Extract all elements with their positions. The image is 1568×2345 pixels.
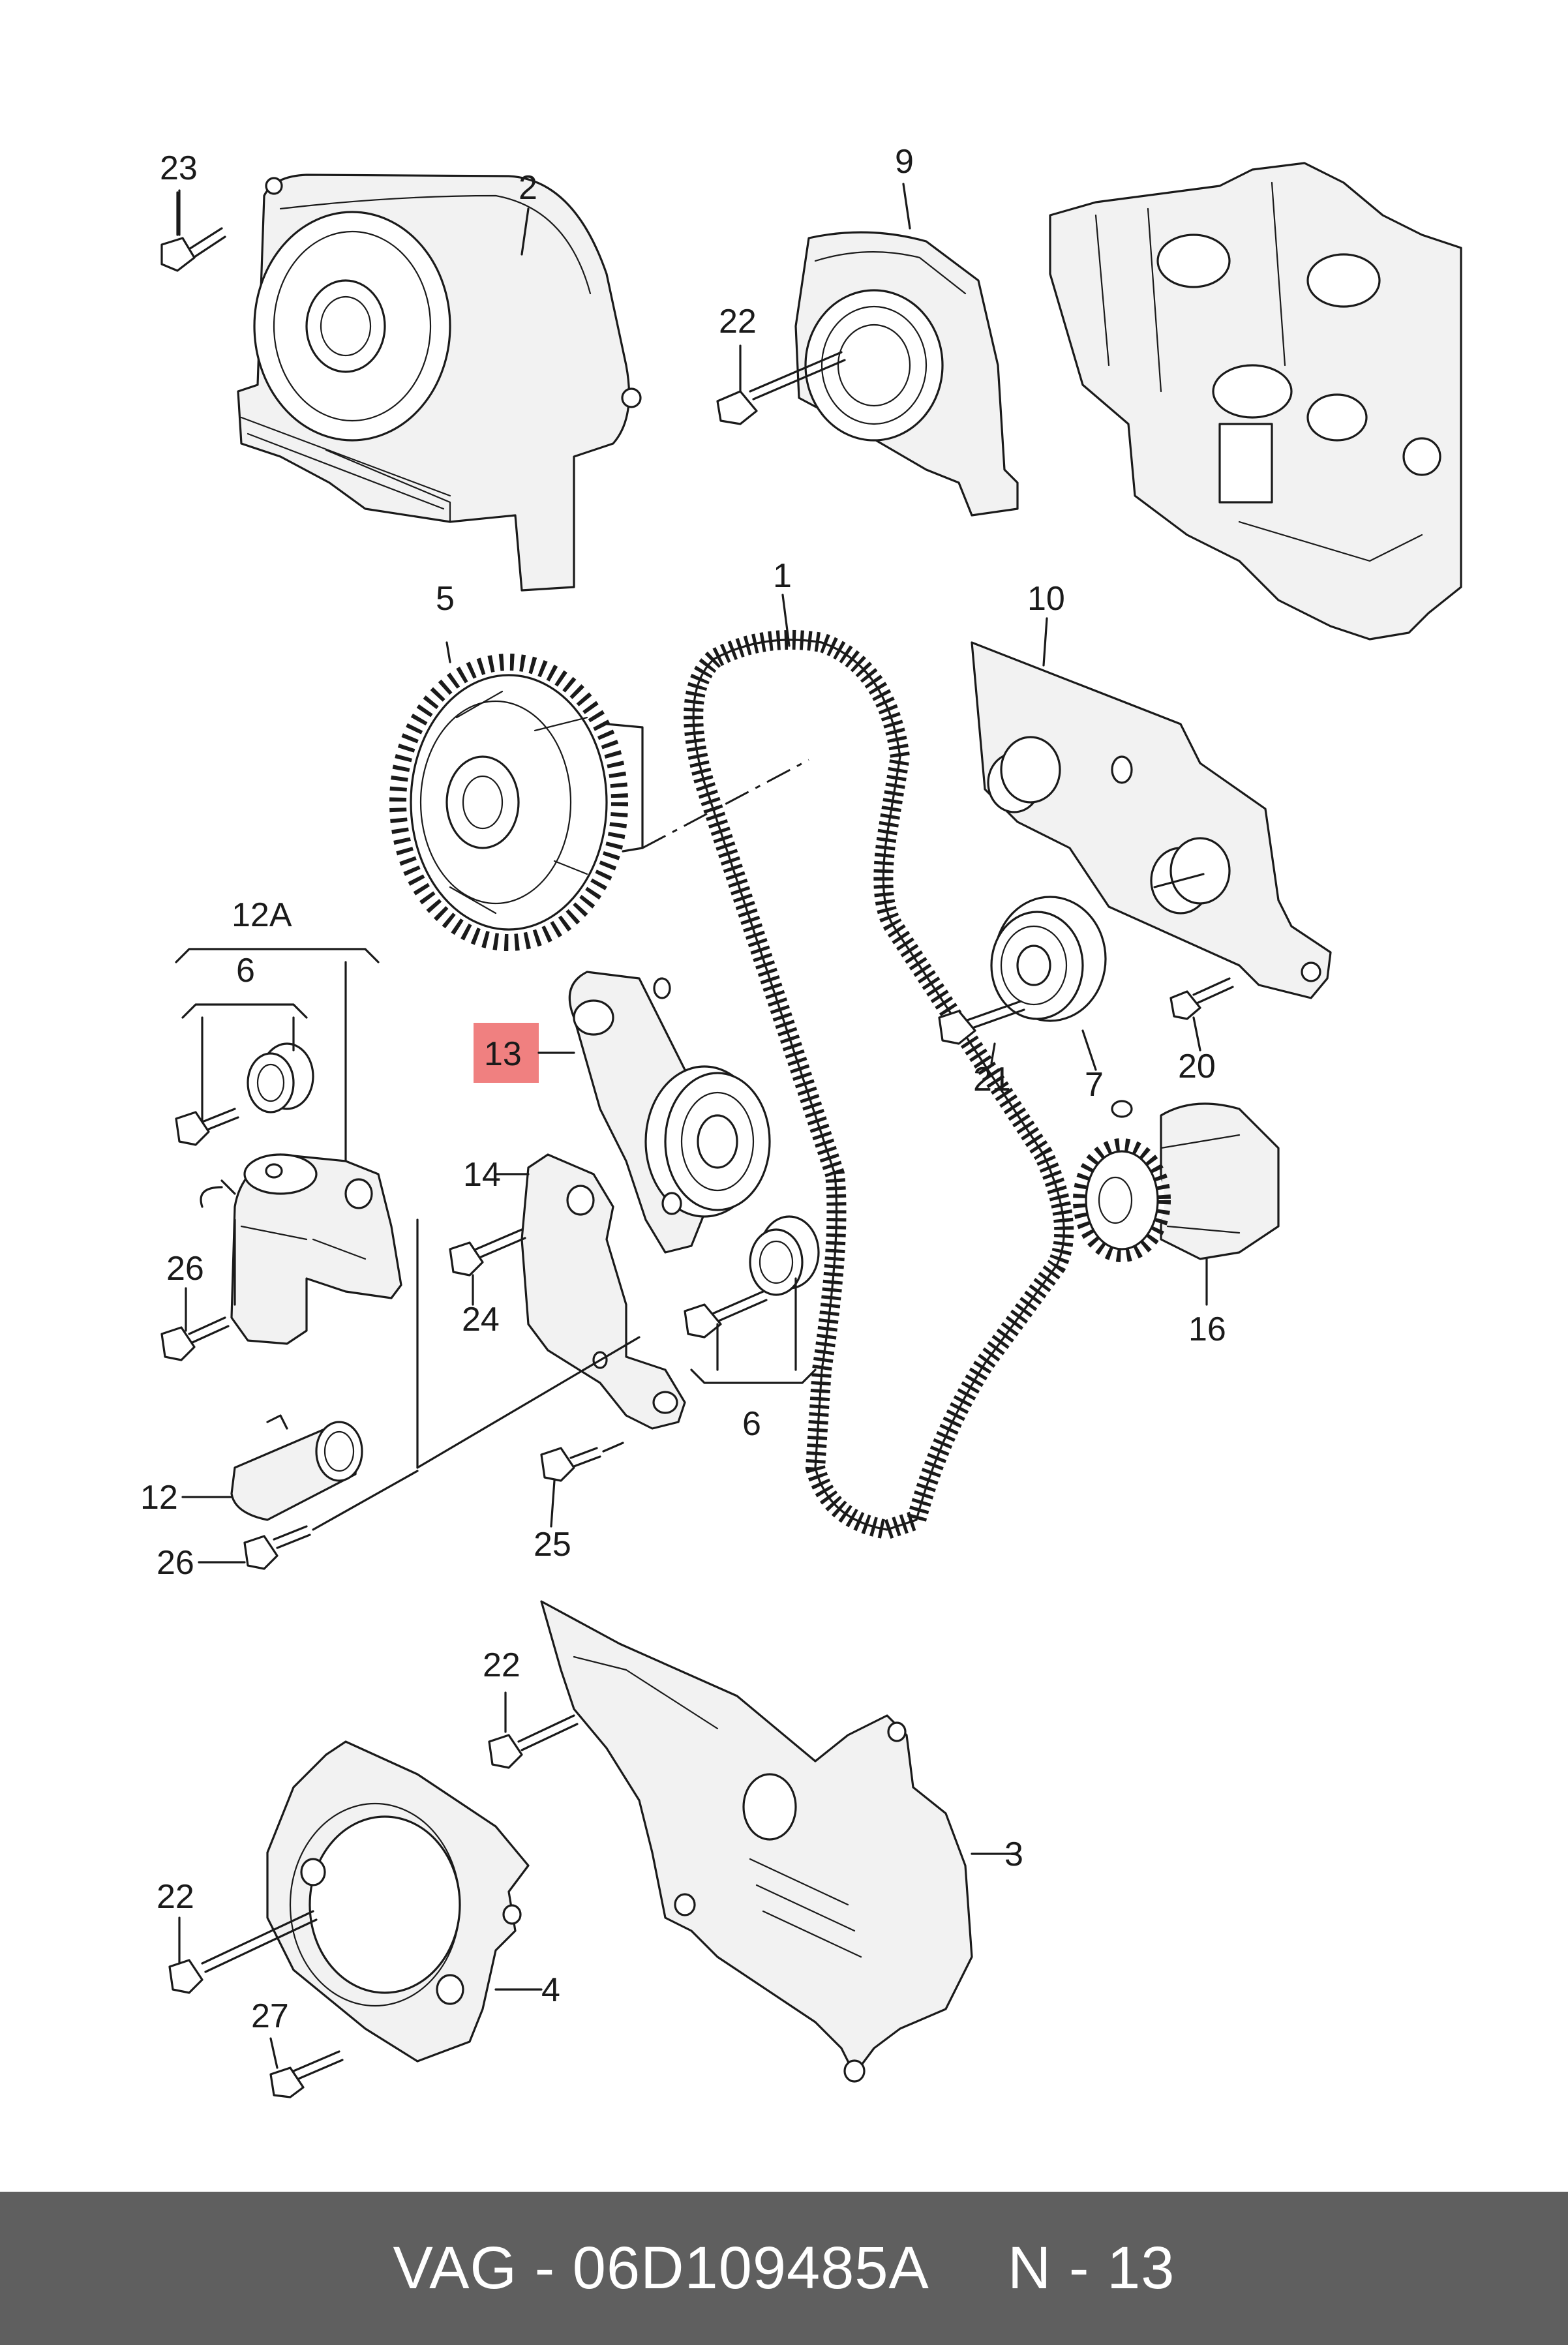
bolt-26-upper-part — [160, 1316, 230, 1361]
footer-separator: - — [534, 2235, 556, 2301]
footer-part-number: 06D109485A — [572, 2235, 929, 2301]
callout-2: 2 — [519, 169, 537, 207]
rear-plate-part — [971, 641, 1332, 999]
assembly-brackets — [175, 948, 817, 1469]
callout-6b: 6 — [742, 1405, 761, 1443]
bolt-25-part — [540, 1442, 624, 1482]
timing-belt-part — [684, 629, 1074, 1540]
callout-12: 12 — [140, 1479, 178, 1517]
callout-22a: 22 — [719, 303, 757, 340]
callout-20: 20 — [1178, 1048, 1216, 1085]
callout-4: 4 — [541, 1971, 560, 2009]
bolt-23-part — [160, 191, 226, 272]
backplate-ring-part — [266, 1740, 530, 2063]
footer-position: N - 13 — [1007, 2235, 1175, 2301]
idler-roller-right-part — [684, 1215, 820, 1339]
bolt-22-lower-part — [168, 1910, 318, 1994]
callout-21: 21 — [973, 1061, 1011, 1098]
footer-brand: VAG — [393, 2235, 518, 2301]
callout-22c: 22 — [157, 1878, 194, 1916]
part-number-footer: VAG - 06D109485A N - 13 — [0, 2192, 1568, 2345]
callout-16: 16 — [1188, 1310, 1226, 1348]
callout-12a: 12A — [232, 896, 292, 934]
callout-1: 1 — [773, 557, 792, 595]
rear-cover-seal-part — [794, 231, 1019, 517]
callout-9: 9 — [895, 143, 914, 181]
callout-14: 14 — [463, 1156, 501, 1194]
callout-6a: 6 — [236, 952, 255, 990]
callout-13: 13 — [484, 1035, 522, 1073]
alignment-centerline — [642, 759, 809, 849]
callout-23: 23 — [160, 149, 198, 187]
tensioner-pulley-part — [568, 971, 771, 1254]
callout-10: 10 — [1027, 580, 1065, 618]
water-pump-part — [1073, 1100, 1280, 1262]
callout-25: 25 — [534, 1526, 571, 1564]
bolt-27-part — [269, 2050, 344, 2098]
bolt-21-part — [938, 1000, 1025, 1045]
timing-belt-exploded-diagram: 23 2 9 22 5 1 10 12A 6 13 14 26 24 6 21 … — [140, 143, 1462, 2098]
callout-7: 7 — [1085, 1066, 1104, 1104]
bolt-26-lower-part — [243, 1470, 419, 1570]
bolt-20-part — [1169, 977, 1234, 1020]
idler-bearing-part — [990, 896, 1107, 1022]
bolt-24-part — [449, 1228, 526, 1277]
shaft-line — [1153, 873, 1205, 888]
tensioner-cylinder-part — [230, 1414, 363, 1521]
bolt-22-middle-part — [488, 1691, 579, 1769]
callout-5: 5 — [436, 580, 455, 618]
leader-lines — [178, 183, 1208, 2069]
highlight-box-13 — [474, 1023, 575, 1083]
lower-timing-cover-part — [540, 1600, 973, 2083]
callout-26a: 26 — [166, 1250, 204, 1288]
bolt-22-upper-part — [716, 344, 846, 425]
camshaft-sprocket-part — [389, 654, 644, 951]
bracket-14-part — [520, 1153, 686, 1430]
callout-labels: 23 2 9 22 5 1 10 12A 6 13 14 26 24 6 21 … — [140, 143, 1226, 2035]
callout-3: 3 — [1004, 1836, 1023, 1873]
upper-timing-cover-part — [237, 174, 642, 592]
engine-block-section — [1049, 162, 1462, 641]
callout-26b: 26 — [157, 1544, 194, 1582]
tensioner-assembly-12a-part — [200, 1153, 402, 1345]
callout-24: 24 — [462, 1301, 500, 1339]
callout-27: 27 — [251, 1997, 289, 2035]
callout-22b: 22 — [483, 1646, 520, 1684]
idler-roller-left-part — [175, 1042, 314, 1146]
